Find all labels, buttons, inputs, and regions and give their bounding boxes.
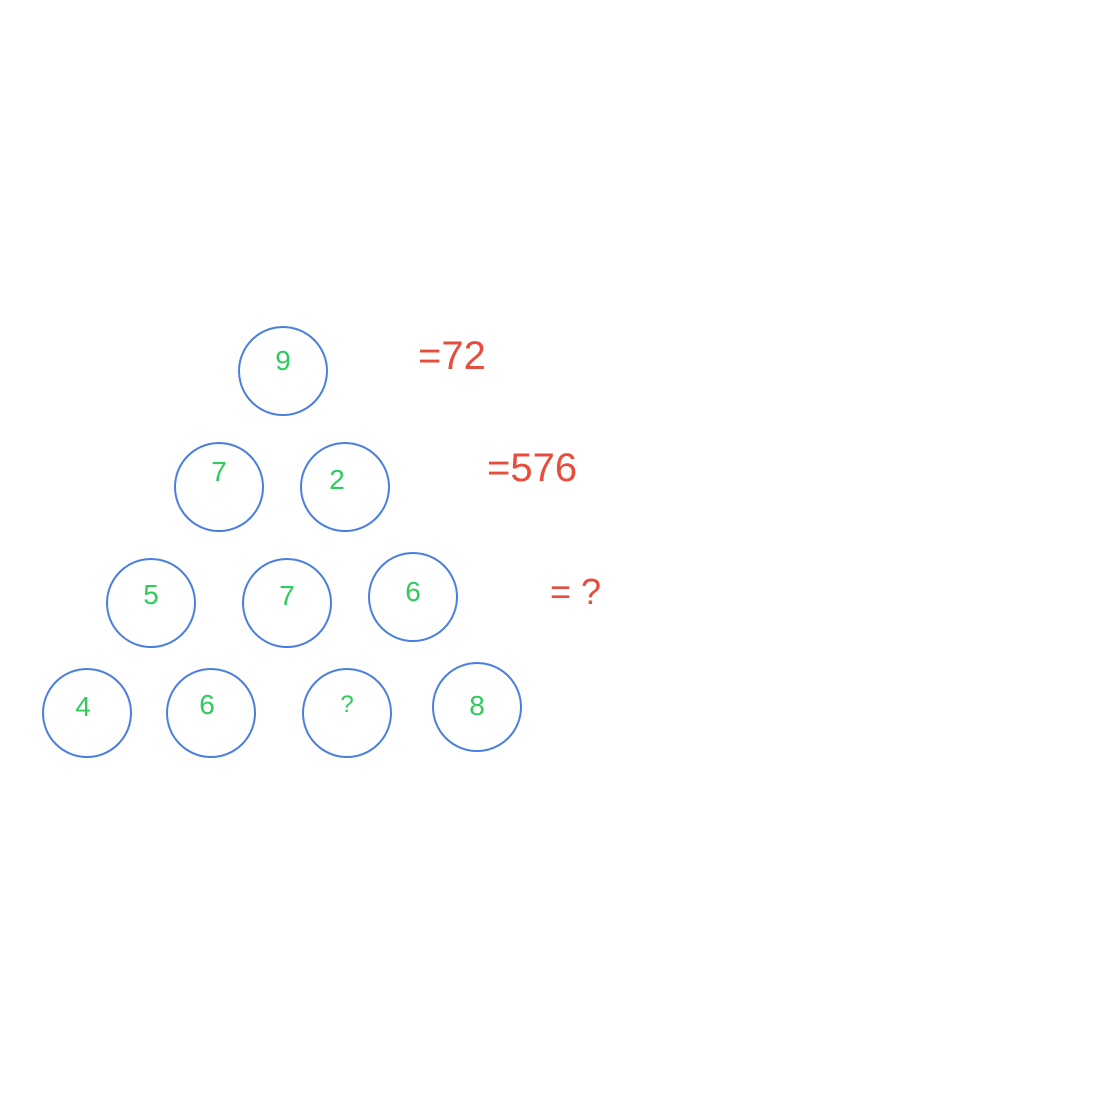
- circle-row4-1: 4: [42, 668, 132, 758]
- row1-result: =72: [418, 334, 486, 378]
- row3-result: = ?: [550, 571, 602, 612]
- circle-number: 6: [199, 689, 215, 720]
- row2-result: =576: [487, 446, 578, 490]
- circle-row2-1: 7: [174, 442, 264, 532]
- circle-row3-1: 5: [106, 558, 196, 648]
- circle-number: 7: [211, 456, 227, 487]
- circle-row4-3: ?: [302, 668, 392, 758]
- circle-row2-2: 2: [300, 442, 390, 532]
- circle-number: 6: [405, 576, 421, 607]
- circle-row4-4: 8: [432, 662, 522, 752]
- circle-row1-1: 9: [238, 326, 328, 416]
- circle-number: 4: [75, 691, 91, 722]
- circle-number: ?: [340, 691, 354, 718]
- circle-number: 5: [143, 579, 159, 610]
- circle-row3-2: 7: [242, 558, 332, 648]
- circle-number: 8: [469, 690, 485, 721]
- circle-number: 7: [279, 580, 295, 611]
- circle-row3-3: 6: [368, 552, 458, 642]
- circle-number: 9: [275, 345, 291, 376]
- circle-number: 2: [329, 464, 345, 495]
- circle-row4-2: 6: [166, 668, 256, 758]
